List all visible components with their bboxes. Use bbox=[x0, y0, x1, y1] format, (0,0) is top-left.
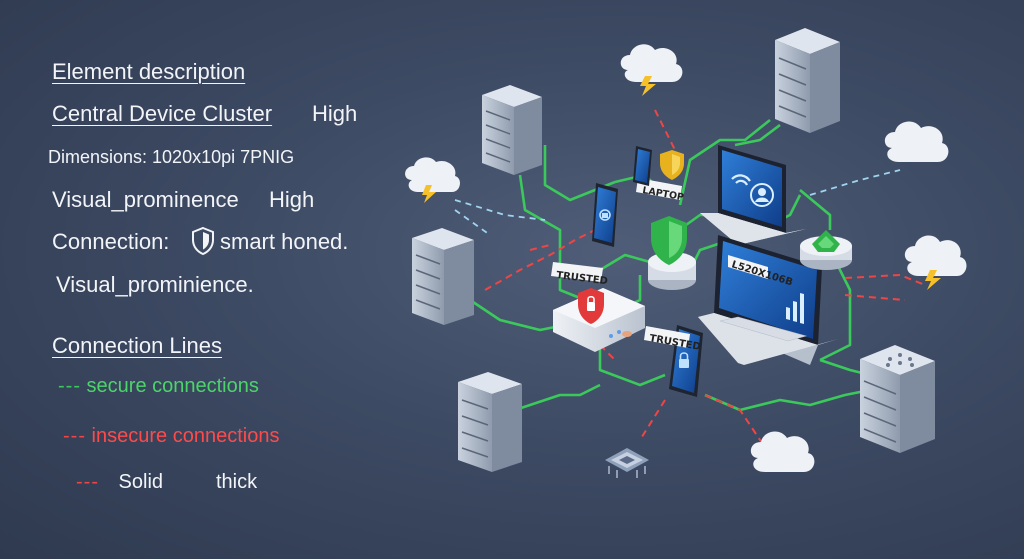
secure-line bbox=[799, 189, 832, 230]
lightning-icon bbox=[640, 76, 656, 96]
modem-device bbox=[800, 230, 852, 270]
info-connection-lines bbox=[454, 169, 901, 236]
secure-text: secure connections bbox=[86, 375, 259, 397]
solid-dash: --- bbox=[76, 471, 99, 493]
user-icon bbox=[750, 183, 774, 207]
dimensions-text: Dimensions: 1020x10pi 7PNIG bbox=[48, 147, 295, 167]
laptop-icon: L520X106B bbox=[698, 235, 838, 365]
insecure-text: insecure connections bbox=[91, 425, 280, 447]
thick-text: thick bbox=[216, 471, 258, 493]
secure-line bbox=[543, 145, 616, 202]
secure-line bbox=[819, 259, 852, 362]
lightning-icon bbox=[422, 185, 436, 203]
insecure-line bbox=[704, 394, 771, 456]
insecure-dash: --- bbox=[63, 425, 86, 447]
secure-line bbox=[518, 174, 586, 302]
insecure-line bbox=[844, 294, 906, 301]
server-icon bbox=[412, 228, 474, 325]
secure-line bbox=[678, 118, 771, 206]
secure-line bbox=[599, 253, 651, 272]
connection-label: Connection: bbox=[52, 229, 170, 254]
server-icon bbox=[860, 345, 935, 453]
insecure-line bbox=[654, 109, 676, 151]
cloud-icon bbox=[405, 157, 461, 192]
legend-heading: Element description bbox=[52, 59, 246, 84]
bar-chart-icon bbox=[786, 293, 804, 324]
secure-line bbox=[704, 388, 871, 412]
insecure-line bbox=[484, 229, 596, 291]
chip-icon bbox=[605, 448, 649, 478]
server-icon bbox=[482, 85, 542, 175]
solid-text: Solid bbox=[118, 471, 164, 493]
info-line bbox=[454, 209, 491, 236]
insecure-connection-lines bbox=[484, 109, 926, 456]
laptop-icon bbox=[700, 145, 806, 245]
secure-line bbox=[598, 345, 666, 387]
cloud-icon bbox=[884, 121, 949, 162]
cloud-icon bbox=[904, 235, 967, 276]
insecure-line bbox=[529, 244, 551, 251]
secure-dash: --- bbox=[58, 375, 81, 397]
prominence-note: Visual_prominience. bbox=[56, 272, 254, 297]
cluster-value: High bbox=[312, 101, 358, 126]
prominence-value: High bbox=[269, 187, 315, 212]
tag-trusted-router: TRUSTED bbox=[551, 262, 608, 287]
lines-heading: Connection Lines bbox=[52, 333, 223, 358]
insecure-line bbox=[639, 399, 666, 441]
connection-value: smart honed. bbox=[220, 229, 349, 254]
smartphone-icon bbox=[592, 183, 618, 247]
shield-icon bbox=[660, 150, 684, 180]
cluster-label: Central Device Cluster bbox=[52, 101, 273, 126]
server-icon bbox=[775, 28, 840, 133]
solid-legend-item: --- Solid bbox=[76, 471, 163, 494]
server-icon bbox=[458, 372, 522, 472]
insecure-line bbox=[844, 273, 926, 286]
info-line bbox=[454, 199, 546, 221]
shield-icon bbox=[192, 226, 214, 256]
shield-icon bbox=[651, 216, 687, 265]
secure-line bbox=[469, 298, 566, 332]
shield-icon bbox=[578, 288, 604, 324]
prominence-label: Visual_prominence bbox=[52, 187, 239, 212]
cloud-icon bbox=[620, 44, 683, 82]
secure-legend-item: --- secure connections bbox=[58, 375, 259, 398]
secure-line bbox=[734, 123, 781, 147]
smartphone-icon bbox=[633, 146, 652, 186]
wifi-icon bbox=[731, 174, 751, 186]
info-line bbox=[809, 169, 901, 196]
cloud-icon bbox=[750, 431, 815, 472]
legend-panel: Element description Central Device Clust… bbox=[0, 0, 400, 559]
lightning-icon bbox=[925, 270, 941, 290]
insecure-legend-item: --- insecure connections bbox=[63, 425, 279, 448]
